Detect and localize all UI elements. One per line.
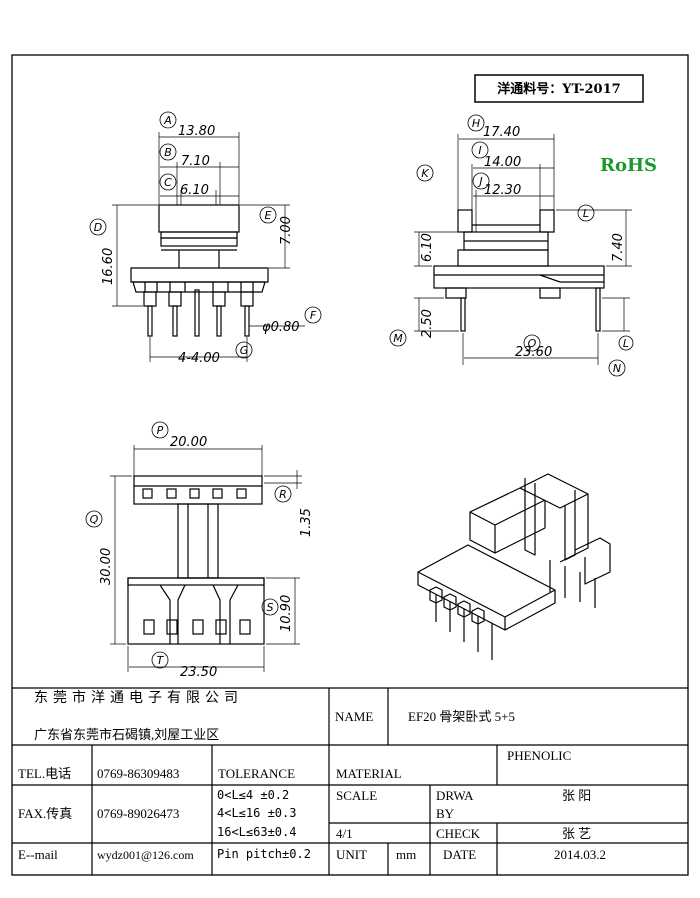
side-view-texts: 17.40 14.00 12.30 6.10 7.40 2.50 23.60 [420, 125, 626, 360]
svg-text:N: N [613, 362, 621, 375]
tel-label: TEL.电话 [18, 766, 72, 781]
material-label: MATERIAL [336, 766, 402, 781]
material-value: PHENOLIC [507, 748, 572, 763]
top-view [127, 475, 265, 645]
dim-17-40: 17.40 [483, 125, 520, 140]
dim-10-90: 10.90 [279, 595, 294, 632]
svg-text:Q: Q [90, 513, 99, 526]
date-value: 2014.03.2 [554, 847, 606, 862]
dim-30-00: 30.00 [99, 548, 114, 585]
rohs-mark: RoHS [600, 155, 657, 176]
drawn-label-2: BY [436, 806, 455, 821]
name-label: NAME [335, 709, 374, 724]
dim-20-00: 20.00 [170, 435, 207, 450]
svg-text:D: D [94, 221, 102, 234]
dim-7-40: 7.40 [611, 233, 626, 262]
svg-text:E: E [265, 209, 272, 222]
svg-text:L: L [583, 207, 589, 220]
dim-7-10: 7.10 [181, 154, 210, 169]
front-view-texts: 13.80 7.10 6.10 16.60 7.00 φ0.80 4-4.00 [101, 124, 300, 366]
dim-1-35: 1.35 [299, 508, 314, 537]
date-label: DATE [443, 847, 477, 862]
dim-16-60: 16.60 [101, 248, 116, 285]
scale-value: 4/1 [336, 826, 353, 841]
svg-text:I: I [478, 144, 481, 157]
svg-text:L: L [623, 337, 629, 350]
svg-text:P: P [157, 424, 164, 437]
outer-border [11, 54, 689, 876]
svg-text:H: H [472, 117, 480, 130]
dim-13-80: 13.80 [178, 124, 215, 139]
title-block-grid [12, 687, 688, 875]
dim-2-50: 2.50 [420, 309, 435, 338]
fax-value: 0769-89026473 [97, 806, 180, 821]
front-view-labels: A B C D E F G [94, 114, 317, 357]
email-value: wydz001@126.com [97, 848, 194, 862]
company-name: 东莞市洋通电子有限公司 [34, 691, 243, 706]
side-view-balloons [389, 114, 634, 377]
svg-text:C: C [164, 176, 172, 189]
side-view-labels: H I J K L M O N L [393, 117, 629, 375]
scale-label: SCALE [336, 788, 378, 803]
top-view-balloons [85, 421, 292, 669]
check-label: CHECK [436, 826, 481, 841]
front-view-balloons [89, 111, 322, 359]
name-value: EF20 骨架卧式 5+5 [408, 709, 516, 724]
dim-12-30: 12.30 [484, 183, 521, 198]
part-number-label: 洋通料号：YT-2017 [497, 81, 620, 97]
tolerance-row-4: Pin pitch±0.2 [217, 847, 311, 861]
drawn-label-1: DRWA [436, 788, 474, 803]
svg-text:O: O [528, 337, 537, 350]
dim-phi-0-80: φ0.80 [262, 320, 300, 335]
dim-23-50: 23.50 [180, 665, 217, 680]
dim-7-00: 7.00 [279, 216, 294, 245]
side-view-dims [414, 134, 632, 365]
side-view [433, 209, 605, 332]
tolerance-row-2: 4<L≤16 ±0.3 [217, 806, 297, 820]
top-view-texts: 20.00 30.00 1.35 10.90 23.50 [99, 435, 314, 680]
svg-text:F: F [310, 309, 317, 322]
svg-text:B: B [164, 146, 172, 159]
svg-text:K: K [421, 167, 429, 180]
svg-text:J: J [477, 175, 482, 188]
tolerance-label: TOLERANCE [218, 766, 296, 781]
check-value: 张 艺 [562, 826, 592, 841]
company-address: 广东省东莞市石碣镇,刘屋工业区 [34, 727, 220, 742]
svg-text:G: G [240, 344, 249, 357]
top-view-dims [110, 445, 302, 672]
front-view-dims [112, 132, 305, 362]
email-label: E--mail [18, 847, 58, 862]
top-view-labels: P Q R S T [90, 424, 287, 667]
drawn-value: 张 阳 [562, 788, 592, 803]
tel-value: 0769-86309483 [97, 766, 180, 781]
front-view [130, 204, 269, 337]
dim-6-10-side: 6.10 [420, 233, 435, 262]
svg-text:R: R [279, 488, 287, 501]
svg-text:A: A [163, 114, 172, 127]
tolerance-row-1: 0<L≤4 ±0.2 [217, 788, 290, 802]
dim-14-00: 14.00 [484, 155, 521, 170]
unit-value: mm [396, 847, 417, 862]
svg-text:S: S [267, 601, 274, 614]
dim-6-10: 6.10 [180, 183, 209, 198]
svg-text:T: T [157, 654, 165, 667]
dim-4-4-00: 4-4.00 [178, 351, 220, 366]
unit-label: UNIT [336, 847, 368, 862]
dim-23-60: 23.60 [515, 345, 552, 360]
fax-label: FAX.传真 [18, 806, 73, 821]
tolerance-row-3: 16<L≤63±0.4 [217, 825, 297, 839]
isometric-view [417, 473, 611, 660]
part-number-box: 洋通料号：YT-2017 [474, 74, 644, 103]
svg-text:M: M [393, 332, 403, 345]
